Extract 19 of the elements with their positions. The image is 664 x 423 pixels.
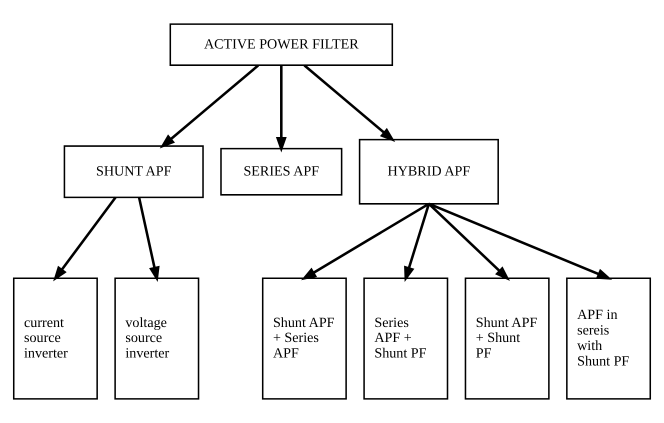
arrow	[160, 64, 260, 148]
arrow	[304, 64, 396, 142]
arrow	[276, 65, 287, 152]
arrow	[428, 202, 510, 281]
node-box: APF in sereis with Shunt PF	[566, 277, 652, 400]
node-box: Shunt APF + Series APF	[262, 277, 347, 400]
node-box: SHUNT APF	[64, 145, 204, 198]
arrow	[404, 203, 430, 282]
node-box: Series APF + Shunt PF	[363, 277, 448, 400]
node-box: ACTIVE POWER FILTER	[170, 23, 394, 66]
arrow	[301, 202, 430, 280]
node-box: HYBRID APF	[358, 138, 499, 205]
arrow	[138, 197, 160, 282]
node-box: current source inverter	[12, 277, 98, 400]
node-box: Shunt APF + Shunt PF	[464, 277, 550, 400]
arrow	[428, 202, 612, 280]
arrow	[53, 196, 117, 282]
node-box: SERIES APF	[220, 148, 342, 196]
node-box: voltage source inverter	[114, 277, 200, 400]
